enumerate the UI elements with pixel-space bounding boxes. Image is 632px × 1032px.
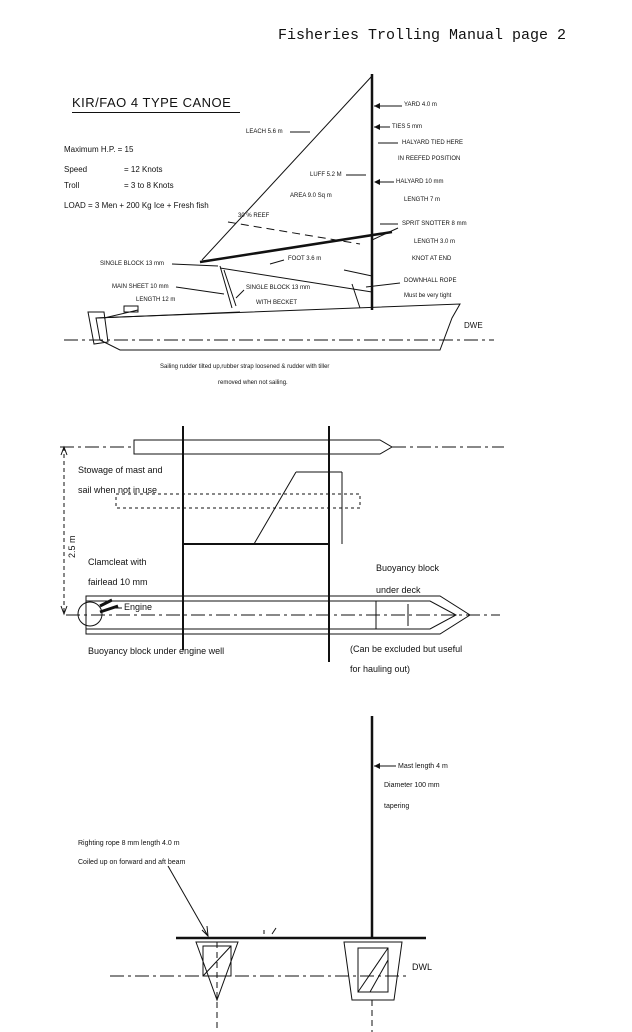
troll-label: Troll — [64, 181, 80, 190]
max-hp-text: Maximum H.P. = 15 — [64, 145, 134, 154]
cross-section-drawing — [110, 716, 426, 1032]
rudder-shape — [87, 311, 109, 345]
hull-outline — [95, 303, 461, 351]
stowed-sail-line — [253, 471, 297, 545]
label-main-sheet: MAIN SHEET 10 mm — [112, 284, 169, 290]
label-leach: LEACH 5.6 m — [246, 129, 283, 135]
load-text: LOAD = 3 Men + 200 Kg Ice + Fresh fish — [64, 201, 209, 210]
title-underline — [72, 112, 240, 113]
deck-line — [95, 311, 241, 319]
leader-foot — [269, 259, 285, 265]
leader-downhall — [365, 282, 401, 288]
foot-line — [219, 267, 373, 293]
label-halyard-tied-2: IN REEFED POSITION — [398, 156, 461, 162]
label-ties: TIES 5 mm — [392, 124, 423, 130]
righting-rope-line-1: Righting rope 8 mm length 4.0 m — [78, 840, 180, 847]
label-sprit-length: LENGTH 3.0 m — [414, 239, 456, 245]
label-halyard: HALYARD 10 mm — [396, 179, 444, 185]
outrigger-hull — [195, 941, 239, 1002]
clamcleat-line-1: Clamcleat with — [88, 557, 147, 567]
label-single-block-becket-2: WITH BECKET — [256, 300, 298, 306]
buoyancy-under-well: Buoyancy block under engine well — [88, 646, 225, 656]
label-halyard-tied-1: HALYARD TIED HERE — [402, 140, 464, 146]
label-single-block-becket-1: SINGLE BLOCK 13 mm — [246, 285, 311, 291]
leader-single-block — [171, 263, 219, 267]
label-foot: FOOT 3.6 m — [288, 256, 322, 262]
plan-view-drawing — [60, 426, 504, 662]
page-title: Fisheries Trolling Manual page 2 — [278, 27, 567, 44]
label-main-sheet-length: LENGTH 12 m — [136, 297, 176, 303]
speed-value: = 12 Knots — [124, 165, 163, 174]
tiller-grip — [123, 305, 139, 313]
clamcleat-line-2: fairlead 10 mm — [88, 577, 148, 587]
leader-righting-rope — [167, 865, 209, 937]
block-line — [219, 265, 233, 309]
label-yard: YARD 4.0 m — [404, 102, 437, 108]
leader-main-sheet — [175, 286, 225, 295]
label-halyard-length: LENGTH 7 m — [404, 197, 441, 203]
downhall-rope — [351, 283, 361, 309]
dwl-label: DWL — [412, 962, 432, 972]
dimension-2-5m: 2.5 m — [67, 535, 77, 558]
note-line-1: (Can be excluded but useful — [350, 644, 463, 654]
block-line-2 — [223, 269, 237, 307]
stowed-mast — [133, 439, 393, 455]
buoyancy-deck-line-2: under deck — [376, 585, 421, 595]
reef-line — [227, 221, 361, 245]
caption-line-1: Sailing rudder tilted up,rubber strap lo… — [160, 364, 330, 370]
righting-rope-line-2: Coiled up on forward and aft beam — [78, 859, 186, 866]
stowage-line-1: Stowage of mast and — [78, 465, 163, 475]
sprit-snotter — [371, 227, 399, 241]
canoe-hull-plan — [85, 595, 471, 635]
sail-plan-drawing — [64, 74, 494, 351]
yard-line — [201, 75, 373, 261]
stowage-line-2: sail when not in use — [78, 485, 158, 495]
label-luff: LUFF 5.2 M — [310, 172, 342, 178]
canoe-title: KIR/FAO 4 TYPE CANOE — [72, 95, 232, 110]
label-sprit-snotter: SPRIT SNOTTER 8 mm — [402, 221, 467, 227]
label-area: AREA 9.0 Sq m — [290, 193, 332, 199]
tiller — [103, 309, 139, 319]
buoyancy-deck-line-1: Buoyancy block — [376, 563, 440, 573]
main-hull-section — [343, 941, 403, 1001]
stowed-sail — [115, 493, 361, 509]
label-single-block: SINGLE BLOCK 13 mm — [100, 261, 165, 267]
engine-circle — [77, 601, 103, 627]
engine-label: Engine — [124, 602, 153, 612]
label-dwe: DWE — [464, 321, 483, 330]
leader-becket — [235, 289, 245, 299]
diameter-label: Diameter 100 mm — [384, 782, 440, 789]
caption-line-2: removed when not sailing. — [218, 380, 288, 386]
mast-length-label: Mast length 4 m — [398, 763, 448, 770]
clamcleat — [99, 598, 113, 608]
speed-label: Speed — [64, 165, 88, 174]
note-line-2: for hauling out) — [350, 664, 411, 674]
label-reef: 30 % REEF — [238, 213, 270, 219]
downhall-rope-2 — [343, 269, 373, 277]
tapering-label: tapering — [384, 803, 410, 810]
label-downhall-note: Must be very tight — [404, 293, 452, 299]
sprit-boom — [199, 230, 393, 264]
label-downhall: DOWNHALL ROPE — [404, 278, 457, 284]
troll-value: = 3 to 8 Knots — [124, 181, 174, 190]
label-knot-at-end: KNOT AT END — [412, 256, 452, 262]
main-hull-box — [357, 947, 389, 993]
